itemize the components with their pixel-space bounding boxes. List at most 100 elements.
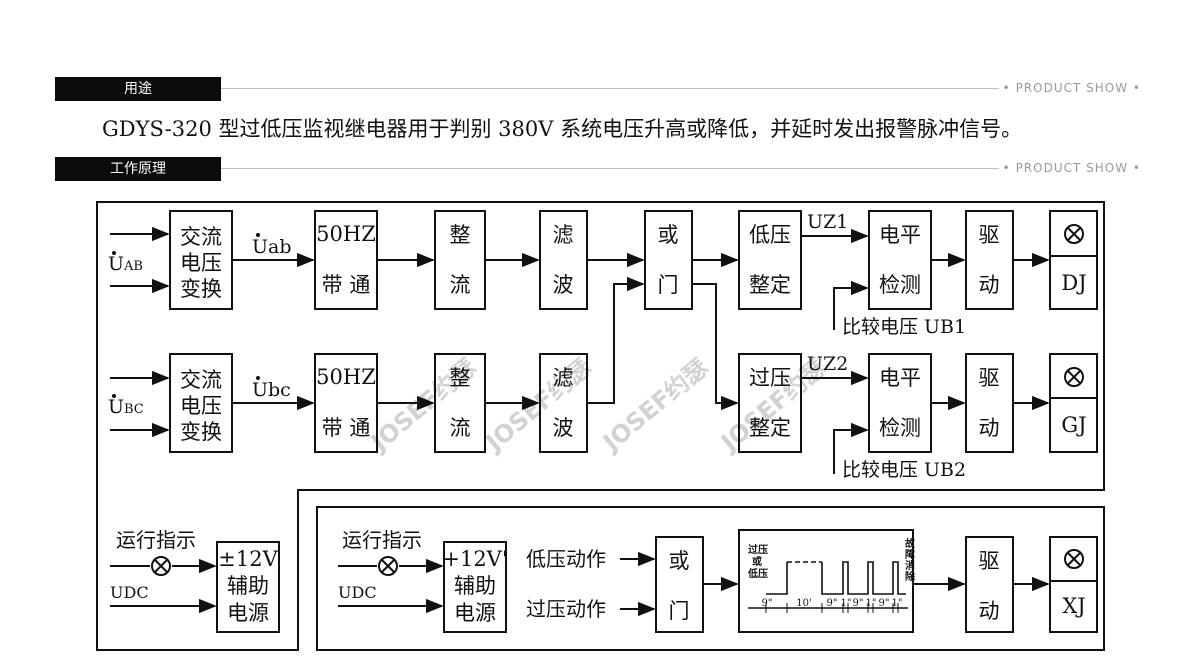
aux-right-line: 辅助 <box>454 574 496 598</box>
lamp-icon <box>151 556 171 576</box>
drive-line: 驱 <box>979 223 1000 247</box>
aux-left-line: 电源 <box>227 601 269 625</box>
timing-duration: 1" <box>892 598 903 609</box>
uab-input-sub: AB <box>123 259 143 274</box>
aux-left-line: 辅助 <box>227 574 269 598</box>
timing-label-right: 除 <box>905 570 916 583</box>
input-labels: UAB UBC Uab Ubc <box>108 233 292 418</box>
uz2-label: UZ2 <box>807 353 848 375</box>
or-gate-bottom-line: 或 <box>669 549 690 573</box>
relay-dj-label: DJ <box>1061 271 1086 295</box>
product-show-text: PRODUCT SHOW <box>1015 81 1129 95</box>
timing-duration: 10' <box>796 598 811 609</box>
udc-label: UDC <box>338 583 377 602</box>
timing-duration: 1" <box>841 598 852 609</box>
section-rule <box>221 88 1145 89</box>
product-show-tag: • PRODUCT SHOW • <box>998 161 1145 175</box>
ac-transform-line: 交流 <box>180 225 222 249</box>
svg-text:UAB: UAB <box>108 253 143 275</box>
rectify-line: 流 <box>450 416 471 440</box>
aux-right-line: +12V' <box>442 547 507 571</box>
timing-duration: 9" <box>853 598 864 609</box>
timing-label-left: 或 <box>752 555 762 568</box>
or-gate-line: 门 <box>658 273 679 297</box>
lamp-icon <box>1064 549 1084 569</box>
drive-line: 动 <box>979 599 1000 623</box>
timing-diagram: 过压 或 低压 故 障 消 除 9" 10' 9" 1" 9" 1" 9" 1" <box>747 537 916 613</box>
low-action-label: 低压动作 <box>526 547 606 571</box>
relay-gj-label: GJ <box>1061 413 1086 437</box>
over-set-line: 整定 <box>749 416 791 440</box>
drive-line: 动 <box>979 416 1000 440</box>
filter-line: 滤 <box>553 223 574 247</box>
aux-box-left <box>216 541 280 633</box>
timing-duration: 1" <box>866 598 877 609</box>
uz1-label: UZ1 <box>807 211 848 233</box>
ac-transform-line: 电压 <box>180 394 222 418</box>
rectify-line: 整 <box>450 366 471 390</box>
level-detect-line: 检测 <box>879 416 921 440</box>
bandpass-line: 带 通 <box>322 273 371 297</box>
timing-duration: 9" <box>827 598 838 609</box>
timing-label-right: 消 <box>905 559 915 572</box>
bandpass-line: 带 通 <box>322 416 371 440</box>
timing-label-right: 障 <box>905 548 915 561</box>
ubc-input: U <box>108 396 124 418</box>
run-indicator-label: 运行指示 <box>116 528 196 552</box>
low-set-line: 整定 <box>749 273 791 297</box>
drive-line: 驱 <box>979 549 1000 573</box>
ubc-input-sub: BC <box>124 402 144 417</box>
over-set-box <box>738 353 802 453</box>
bottom-labels: 运行指示 运行指示 UDC UDC 低压动作 过压动作 <box>110 528 606 621</box>
rectify-line: 流 <box>450 273 471 297</box>
filter-line: 滤 <box>553 366 574 390</box>
timing-box <box>738 529 914 633</box>
connections <box>110 226 1050 617</box>
section-title-principle: 工作原理 <box>55 157 221 181</box>
relay-xj-label: XJ <box>1062 594 1085 618</box>
outer-frame <box>96 201 1105 651</box>
bandpass-line: 50HZ <box>316 222 376 246</box>
inner-frame <box>316 506 1105 651</box>
lamps <box>151 224 1084 576</box>
product-show-tag: • PRODUCT SHOW • <box>998 81 1145 95</box>
relay-box-gj <box>1049 353 1098 453</box>
relay-box-xj <box>1049 536 1098 633</box>
compare1-label: 比较电压 UB1 <box>842 316 966 338</box>
side-labels: UZ1 UZ2 比较电压 UB1 比较电压 UB2 <box>807 211 966 481</box>
bandpass-line: 50HZ <box>316 365 376 389</box>
timing-label-right: 故 <box>905 537 916 550</box>
product-show-text: PRODUCT SHOW <box>1015 161 1129 175</box>
drive-line: 动 <box>979 273 1000 297</box>
level-detect-line: 电平 <box>879 366 921 390</box>
block-labels: 交流 电压 变换 交流 电压 变换 50HZ 带 通 50HZ 带 通 整 流 … <box>180 222 1087 625</box>
relay-box-dj <box>1049 210 1098 310</box>
uab-input: U <box>108 253 124 275</box>
over-action-label: 过压动作 <box>526 597 606 621</box>
aux-left-line: ±12V <box>218 547 278 571</box>
lamp-icon <box>1064 224 1084 244</box>
ac-transform-line: 电压 <box>180 251 222 275</box>
timing-label-left: 低压 <box>747 567 768 580</box>
ac-transform-line: 交流 <box>180 368 222 392</box>
low-set-line: 低压 <box>749 223 791 247</box>
watermark-text: JOSEF约瑟 <box>479 353 596 458</box>
ubc-mid-label: Ubc <box>252 379 291 401</box>
udc-label: UDC <box>110 583 149 602</box>
aux-right-line: 电源 <box>454 601 496 625</box>
or-gate-bottom-line: 门 <box>669 599 690 623</box>
rectify-line: 整 <box>450 223 471 247</box>
ac-transform-line: 变换 <box>180 277 222 301</box>
uab-mid-label: Uab <box>252 236 292 258</box>
lamp-icon <box>378 556 398 576</box>
timing-duration: 9" <box>762 598 773 609</box>
or-gate-line: 或 <box>658 223 679 247</box>
run-indicator-label: 运行指示 <box>342 528 422 552</box>
description-text: GDYS-320 型过低压监视继电器用于判别 380V 系统电压升高或降低，并延… <box>102 117 1023 141</box>
filter-line: 波 <box>553 273 574 297</box>
aux-box-right <box>443 541 507 633</box>
drive-line: 驱 <box>979 366 1000 390</box>
section-title-usage: 用途 <box>55 77 221 101</box>
section-rule <box>221 168 1145 169</box>
